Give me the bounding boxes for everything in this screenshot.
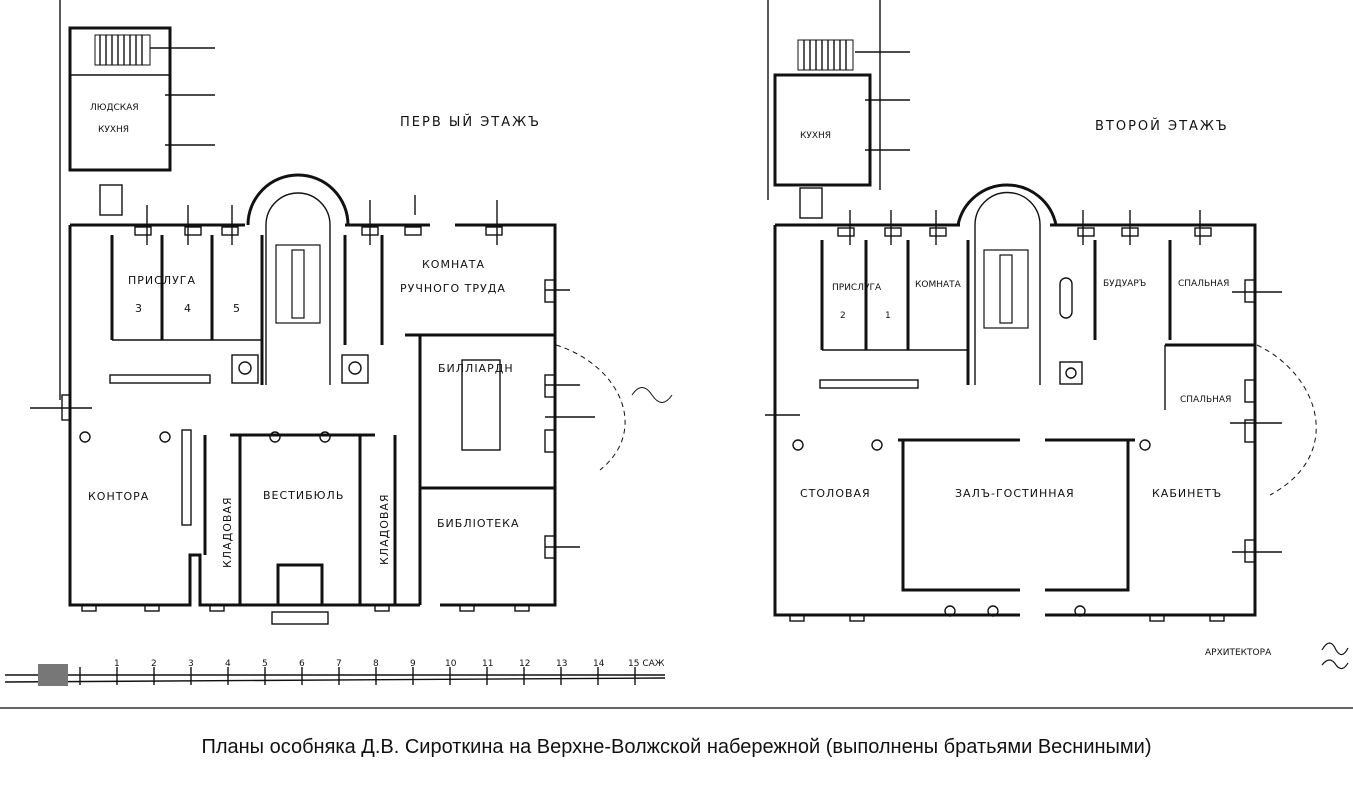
top-stair-2 bbox=[797, 39, 854, 71]
scale-tick-14: 14 bbox=[593, 659, 605, 669]
scale-tick-10: 10 bbox=[445, 659, 457, 669]
kitchen-label: КУХНЯ bbox=[800, 131, 831, 141]
architect-signature-label: АРХИТЕКТОРА bbox=[1205, 648, 1272, 658]
servants-kitchen-label-2: КУХНЯ bbox=[98, 125, 129, 135]
workroom-label-2: РУЧНОГО ТРУДА bbox=[400, 282, 506, 295]
architect-signature-handwriting bbox=[1321, 642, 1349, 670]
scale-tick-1: 1 bbox=[114, 659, 120, 669]
central-stair-1 bbox=[275, 244, 321, 324]
first-floor-plan: ЛЮДСКАЯ КУХНЯ ПРИСЛУГА 3 4 5 bbox=[30, 0, 673, 625]
central-stair-2 bbox=[983, 249, 1029, 329]
scale-tick-13: 13 bbox=[556, 659, 567, 669]
library-label: БИБЛІОТЕКА bbox=[437, 517, 520, 530]
top-stair-1 bbox=[94, 34, 151, 66]
scale-tick-5: 5 bbox=[262, 659, 268, 669]
servants-label-2: ПРИСЛУГА bbox=[832, 283, 882, 293]
room-number-4: 4 bbox=[184, 302, 192, 315]
boudoir-label: БУДУАРЪ bbox=[1103, 279, 1146, 289]
floor-plans-drawing: ЛЮДСКАЯ КУХНЯ ПРИСЛУГА 3 4 5 bbox=[0, 0, 1353, 709]
room-number-5: 5 bbox=[233, 302, 241, 315]
scale-tick-15: 15 САЖ bbox=[628, 659, 665, 669]
room-number-3: 3 bbox=[135, 302, 143, 315]
hall-label: ЗАЛЪ-ГОСТИННАЯ bbox=[955, 487, 1075, 500]
office-label: КОНТОРА bbox=[88, 490, 149, 503]
room-label: КОМНАТА bbox=[915, 280, 962, 290]
scale-tick-8: 8 bbox=[373, 659, 379, 669]
second-floor-plan: КУХНЯ ПРИСЛУГА КОМНАТА 2 1 БУДУАРЪ СПАЛЬ… bbox=[765, 0, 1349, 670]
billiard-label: БИЛЛІАРДН bbox=[438, 362, 514, 375]
vestibule-label: ВЕСТИБЮЛЬ bbox=[263, 489, 344, 502]
room-number-1: 1 bbox=[885, 311, 891, 321]
scale-tick-11: 11 bbox=[482, 659, 493, 669]
bedroom-label-1: СПАЛЬНАЯ bbox=[1178, 279, 1229, 289]
scale-tick-2: 2 bbox=[151, 659, 157, 669]
first-floor-title: ПЕРВ ЫЙ ЭТАЖЪ bbox=[400, 114, 541, 130]
scale-tick-4: 4 bbox=[225, 659, 231, 669]
scale-bar: 1 2 3 4 5 6 7 8 9 10 11 12 13 14 15 САЖ bbox=[4, 659, 666, 686]
room-number-2: 2 bbox=[840, 311, 846, 321]
second-floor-title: ВТОРОЙ ЭТАЖЪ bbox=[1095, 118, 1229, 134]
pantry-right-label: КЛАДОВАЯ bbox=[378, 493, 391, 565]
scale-tick-7: 7 bbox=[336, 659, 342, 669]
kitchen-room bbox=[773, 73, 872, 187]
servants-kitchen-room bbox=[68, 26, 172, 172]
bedroom-label-2: СПАЛЬНАЯ bbox=[1180, 395, 1231, 405]
workroom-label-1: КОМНАТА bbox=[422, 258, 485, 271]
figure-caption: Планы особняка Д.В. Сироткина на Верхне-… bbox=[201, 736, 1152, 758]
servants-kitchen-label-1: ЛЮДСКАЯ bbox=[90, 103, 139, 113]
study-label: КАБИНЕТЪ bbox=[1152, 487, 1222, 500]
pantry-left-label: КЛАДОВАЯ bbox=[221, 496, 234, 568]
scale-tick-3: 3 bbox=[188, 659, 194, 669]
scale-tick-9: 9 bbox=[410, 659, 416, 669]
scale-tick-12: 12 bbox=[519, 659, 530, 669]
dining-label: СТОЛОВАЯ bbox=[800, 487, 871, 500]
servants-label-1: ПРИСЛУГА bbox=[128, 274, 196, 287]
scale-tick-6: 6 bbox=[299, 659, 305, 669]
